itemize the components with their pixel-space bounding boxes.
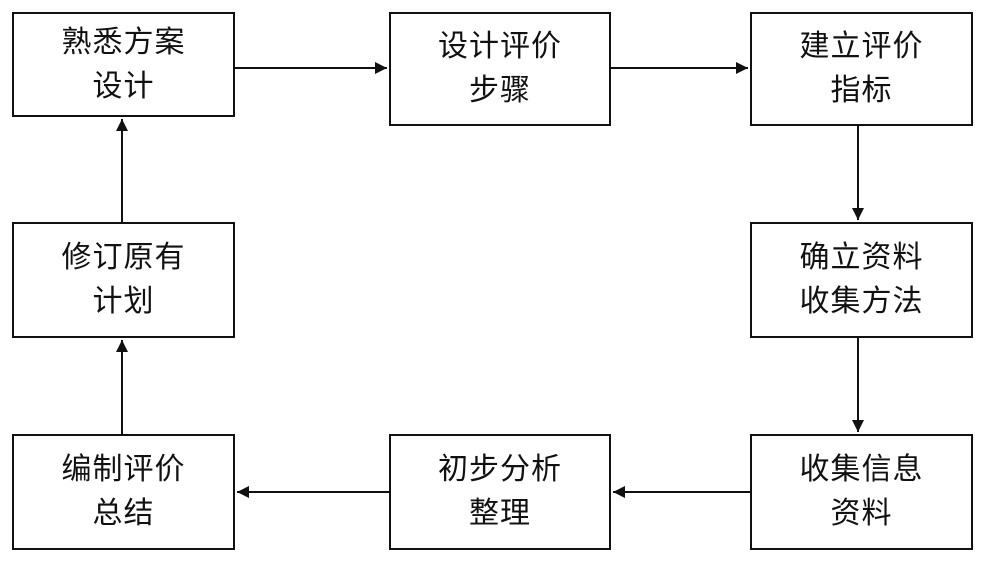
node-collect-information: 收集信息 资料 <box>750 434 973 550</box>
node-label-line2: 资料 <box>830 496 893 531</box>
node-label-line1: 建立评价 <box>799 29 924 64</box>
node-label-line1: 确立资料 <box>799 240 924 275</box>
node-determine-collection-method: 确立资料 收集方法 <box>750 222 973 338</box>
node-compile-summary: 编制评价 总结 <box>12 434 235 550</box>
node-label-line1: 熟悉方案 <box>61 24 186 60</box>
node-design-evaluation-steps: 设计评价 步骤 <box>389 12 611 126</box>
node-familiarize-design: 熟悉方案 设计 <box>12 12 235 117</box>
node-label-line2: 收集方法 <box>799 284 924 319</box>
node-label-line2: 整理 <box>469 496 531 531</box>
node-label-line1: 编制评价 <box>61 452 186 487</box>
node-preliminary-analysis: 初步分析 整理 <box>389 434 611 550</box>
node-label-line2: 步骤 <box>469 73 531 108</box>
node-label-line2: 设计 <box>92 68 155 104</box>
node-establish-indicators: 建立评价 指标 <box>750 12 973 126</box>
node-label-line2: 计划 <box>92 284 155 319</box>
node-label-line2: 指标 <box>830 73 893 108</box>
node-label-line1: 收集信息 <box>799 452 924 487</box>
node-revise-plan: 修订原有 计划 <box>12 222 235 338</box>
node-label-line1: 修订原有 <box>61 240 186 275</box>
node-label-line1: 设计评价 <box>438 29 562 64</box>
node-label-line2: 总结 <box>92 496 155 531</box>
node-label-line1: 初步分析 <box>438 452 562 487</box>
